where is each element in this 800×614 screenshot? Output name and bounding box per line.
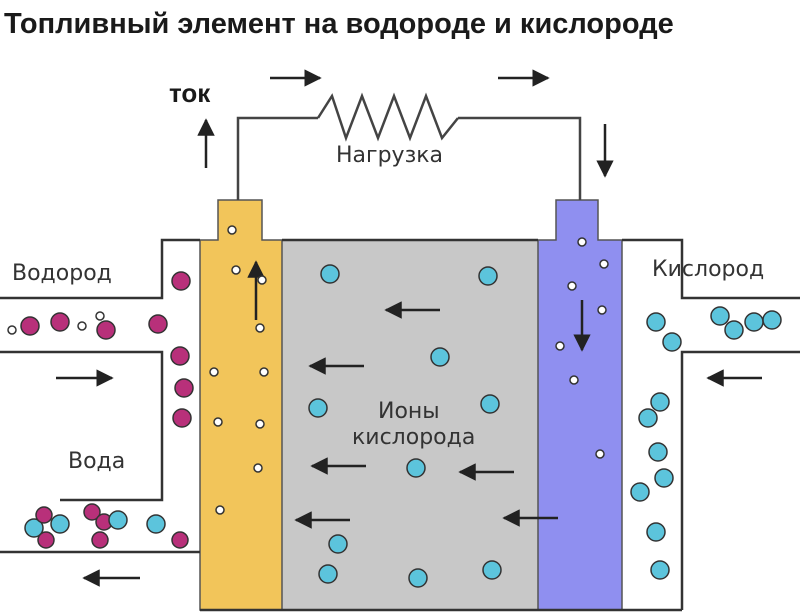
ions-label-line1: Ионы [378, 399, 440, 424]
water-h [171, 531, 189, 549]
current-arrows [197, 69, 614, 352]
water-h [83, 503, 101, 521]
hydrogen-particles [20, 271, 194, 428]
anode-electrode [199, 199, 283, 611]
water-h [37, 531, 55, 549]
water-o [50, 514, 70, 534]
hydrogen-label: Водород [12, 261, 112, 286]
water-o [108, 510, 128, 530]
current-label: ток [169, 78, 211, 108]
h2-particle [172, 408, 192, 428]
cell-housing [0, 238, 800, 612]
oxygen-label: Кислород [652, 257, 764, 282]
water-label: Вода [68, 449, 125, 474]
water-h [35, 506, 53, 524]
water-h [91, 531, 109, 549]
flow-arrows [56, 301, 762, 587]
water-o [24, 518, 44, 538]
water-o [146, 514, 166, 534]
h2-particle [20, 316, 40, 336]
external-circuit [236, 92, 582, 200]
h2-particle [174, 378, 194, 398]
h2-particle [50, 312, 70, 332]
oxygen-particles [308, 264, 782, 588]
load-label: Нагрузка [336, 143, 443, 168]
h2-particle [148, 314, 168, 334]
diagram-title: Топливный элемент на водороде и кислород… [4, 8, 674, 40]
cathode-electrode [537, 199, 623, 611]
electrolyte-block [282, 240, 538, 610]
h2-particle [170, 346, 190, 366]
small-particles-inlet [7, 311, 105, 335]
h2-particle [96, 320, 116, 340]
ions-label-line2: кислорода [352, 425, 475, 450]
water-molecules [24, 503, 189, 549]
h2-particle [171, 271, 191, 291]
electrons [209, 225, 609, 515]
